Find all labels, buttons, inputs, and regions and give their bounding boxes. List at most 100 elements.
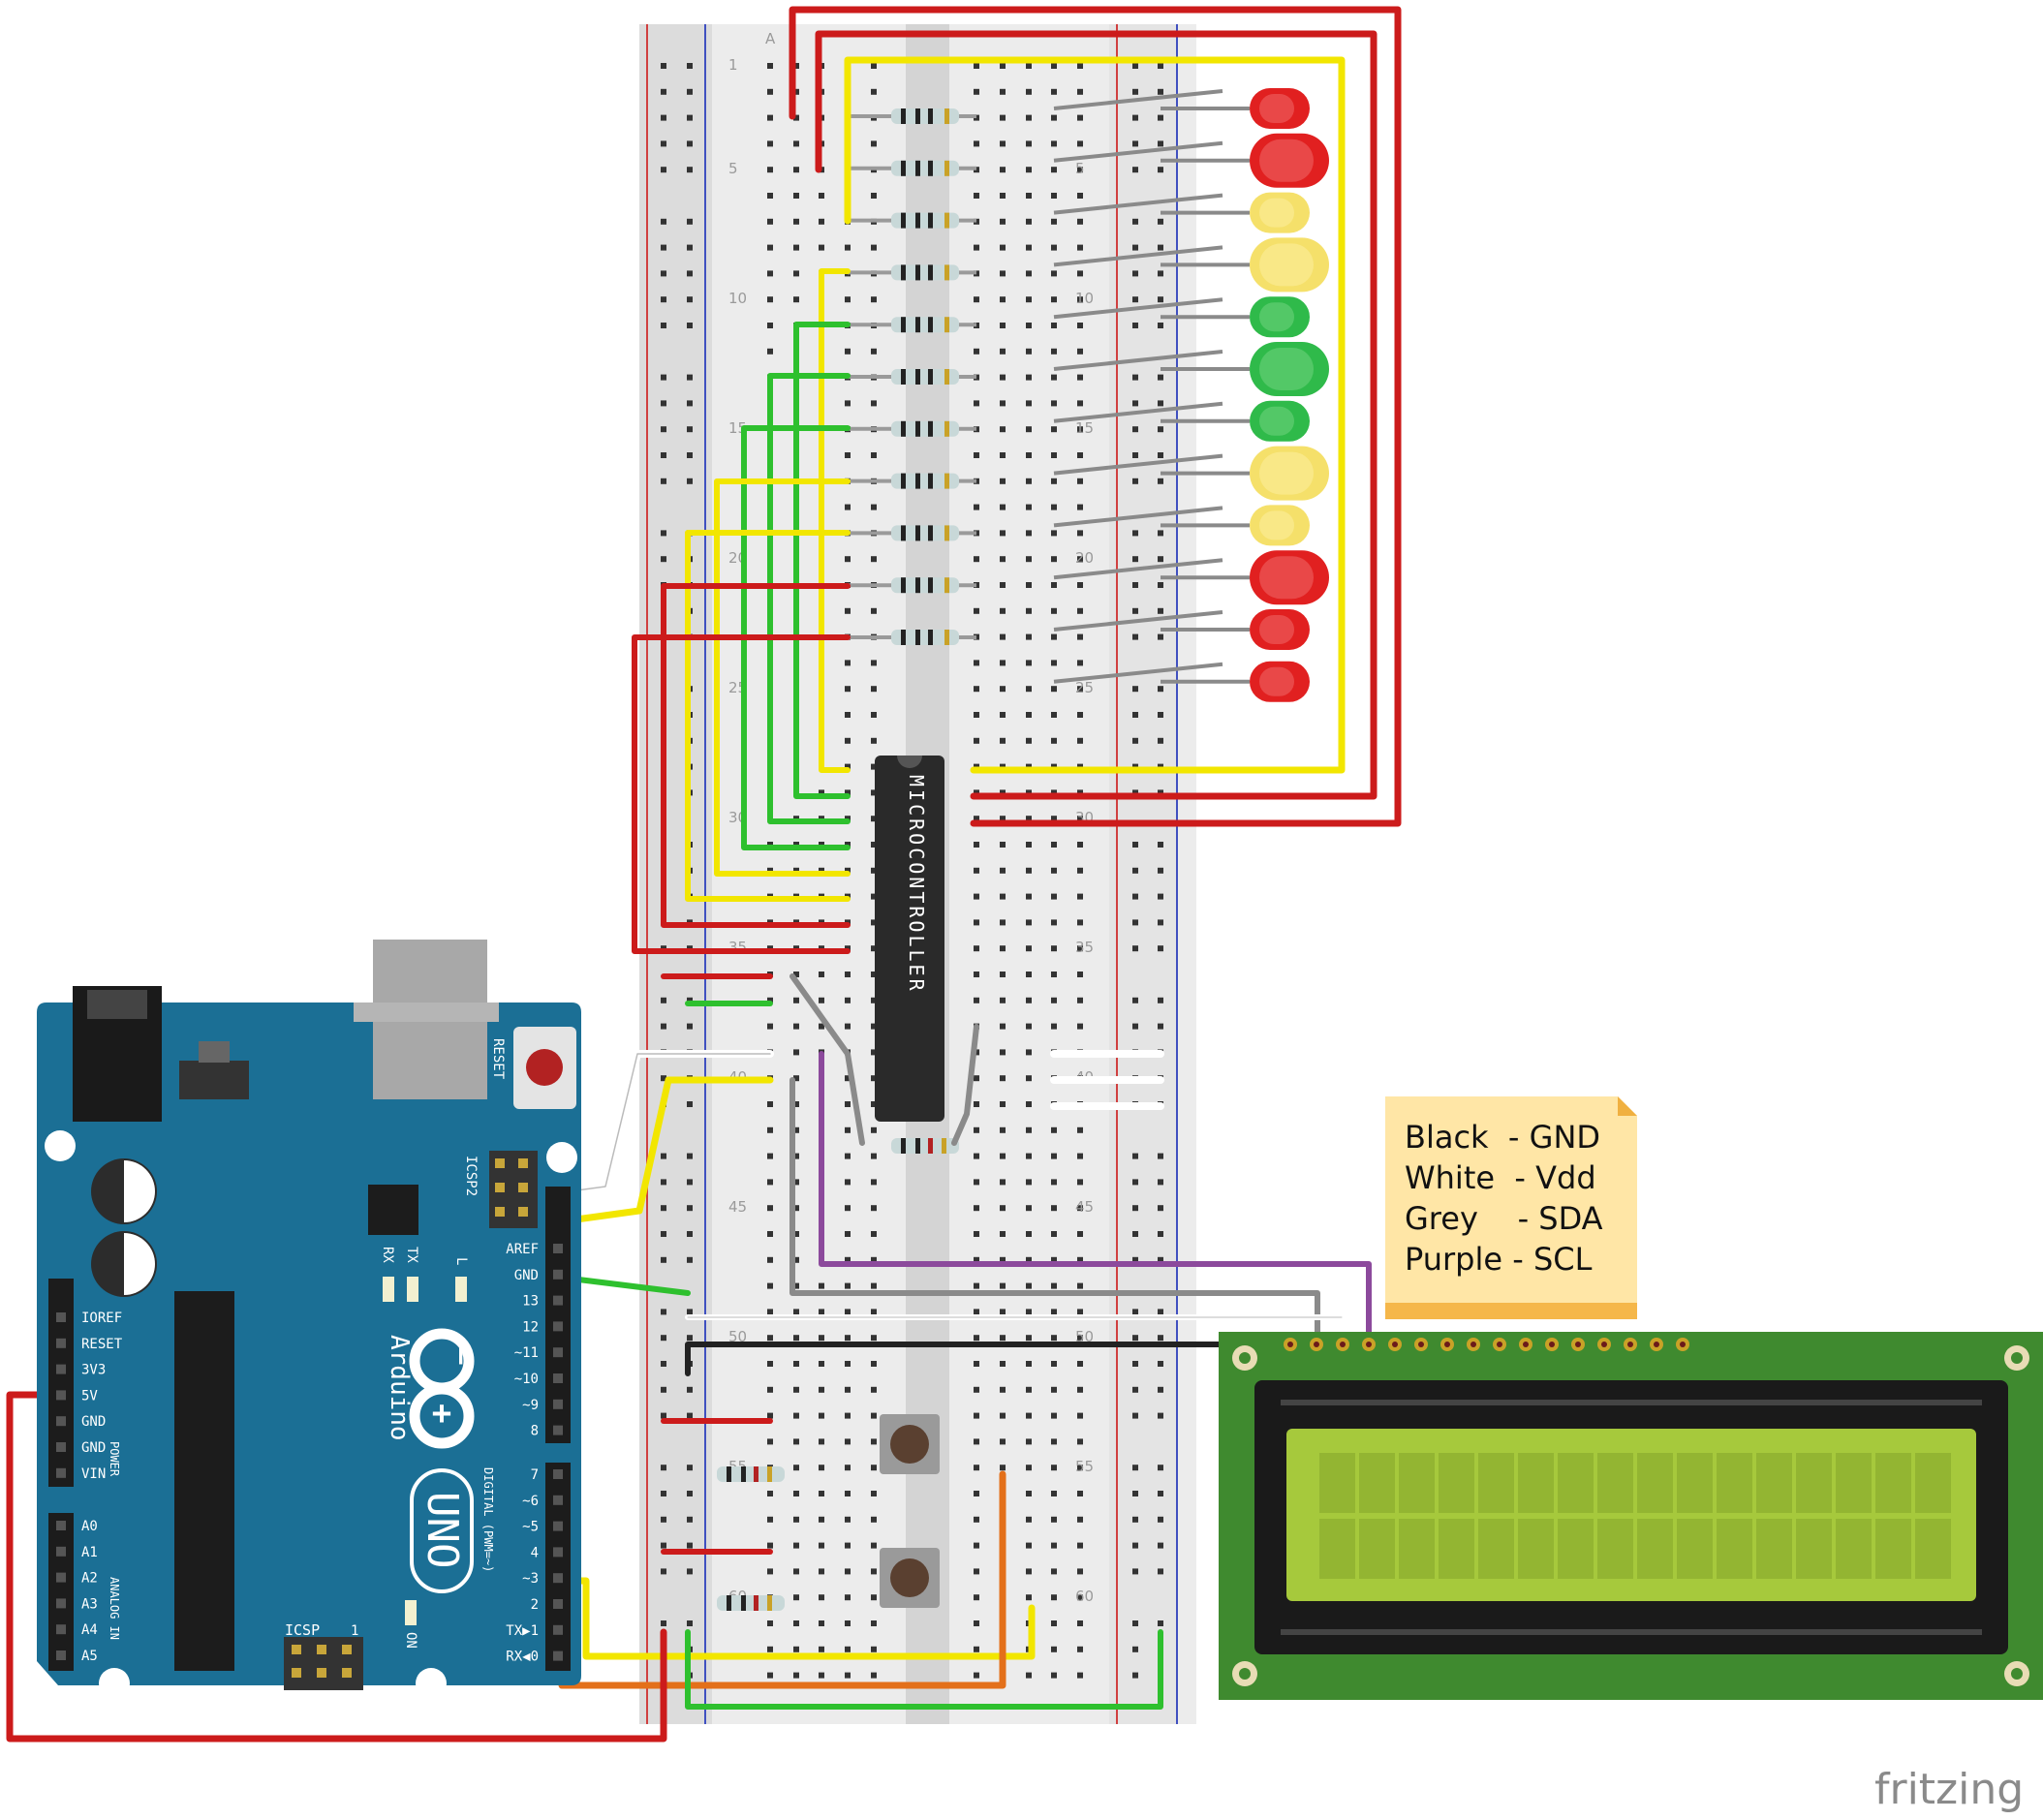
lcd-char-cell	[1796, 1453, 1832, 1513]
arduino-logo	[409, 1328, 475, 1449]
lcd-char-cell	[1875, 1453, 1911, 1513]
pin-label: RESET	[81, 1337, 123, 1352]
breadboard-row-number-left: 1	[728, 56, 738, 74]
header-pin	[553, 1425, 563, 1435]
note-line-grey: Grey - SDA	[1405, 1200, 1603, 1237]
pin-label: RX◀0	[506, 1650, 539, 1665]
fritzing-watermark: fritzing	[1874, 1765, 2024, 1814]
wire-yellow-1	[819, 268, 851, 773]
lcd-char-cell	[1796, 1519, 1832, 1579]
wire-green-2	[767, 373, 851, 824]
analog-header	[48, 1513, 74, 1671]
lcd-char-cell	[1518, 1453, 1554, 1513]
lcd-char-cell	[1637, 1453, 1673, 1513]
wire-grey-chip-2	[951, 1024, 979, 1146]
pin-label: ~9	[522, 1398, 539, 1413]
header-pin	[56, 1521, 66, 1530]
header-pin	[56, 1416, 66, 1427]
pin-label: IOREF	[81, 1311, 122, 1326]
power-label: POWER	[108, 1441, 121, 1477]
lcd-char-cell	[1319, 1453, 1355, 1513]
breadboard-row-number-left: 10	[728, 290, 747, 307]
pin-label: A4	[81, 1622, 98, 1638]
lcd-char-cell	[1399, 1519, 1435, 1579]
breadboard-row-number-left: 50	[728, 1328, 747, 1345]
pin-label: A1	[81, 1545, 98, 1560]
resistor	[891, 212, 959, 229]
resistor	[891, 369, 959, 385]
lcd-char-cell	[1637, 1519, 1673, 1579]
header-pin	[553, 1469, 563, 1479]
header-pin	[56, 1650, 66, 1660]
led-column	[1053, 88, 1329, 702]
lcd-char-cell	[1756, 1519, 1792, 1579]
header-pin	[56, 1390, 66, 1401]
lcd-char-cell	[1558, 1453, 1594, 1513]
lcd-char-cell	[1677, 1453, 1713, 1513]
breadboard-row-number-right: 50	[1075, 1328, 1094, 1345]
lcd-char-cell	[1597, 1519, 1633, 1579]
rx-label: RX	[380, 1247, 395, 1263]
pin-label: A5	[81, 1649, 98, 1664]
lcd-char-cell	[1836, 1453, 1872, 1513]
voltage-regulator	[179, 1061, 249, 1099]
pin-label: 12	[522, 1319, 539, 1335]
header-pin	[56, 1546, 66, 1557]
lcd-char-cell	[1836, 1519, 1872, 1579]
wire-black-gnd	[685, 1342, 1293, 1376]
power-header	[48, 1279, 74, 1487]
lcd-char-cell	[1915, 1519, 1951, 1579]
lcd-char-cell	[1478, 1519, 1514, 1579]
icsp2-label: ICSP2	[463, 1156, 479, 1196]
wire-red-top-outer	[789, 6, 1402, 827]
pin-label: ~11	[514, 1345, 539, 1361]
pin-label: 2	[531, 1597, 539, 1613]
breadboard-row-number-right: 60	[1075, 1588, 1094, 1605]
header-pin	[56, 1598, 66, 1609]
note-line-black: Black - GND	[1405, 1119, 1600, 1156]
breadboard-row-number-right: 25	[1075, 679, 1094, 696]
microcontroller-chip: MICROCONTROLLER	[875, 756, 944, 1122]
wire-red-top-inner	[815, 30, 1377, 800]
header-pin	[553, 1321, 563, 1332]
breadboard-row-number-right: 45	[1075, 1198, 1094, 1216]
lcd-char-cell	[1359, 1453, 1395, 1513]
lcd-char-cell	[1518, 1519, 1554, 1579]
header-pin	[56, 1624, 66, 1635]
header-pin	[56, 1338, 66, 1348]
resistor	[891, 264, 959, 281]
lcd-char-cell	[1717, 1519, 1752, 1579]
pin-label: VIN	[81, 1466, 106, 1482]
header-pin	[553, 1373, 563, 1383]
pin-label: 5V	[81, 1388, 98, 1404]
icsp-label: ICSP	[285, 1621, 320, 1639]
pin-label: 4	[531, 1545, 539, 1560]
wire-red-2	[632, 634, 851, 954]
lcd-char-cell	[1756, 1453, 1792, 1513]
breadboard-row-number-left: 45	[728, 1198, 747, 1216]
pin-label: 8	[531, 1424, 539, 1439]
lcd-char-cell	[1875, 1519, 1911, 1579]
wire-red-1	[661, 583, 851, 928]
pin-label: 3V3	[81, 1363, 106, 1378]
header-pin	[553, 1347, 563, 1358]
breadboard-row-number-right: 20	[1075, 549, 1094, 567]
wire-green-bottom	[685, 1629, 1163, 1710]
pin-label: GND	[81, 1414, 106, 1430]
wire-grey-chip-1	[789, 973, 865, 1146]
header-pin	[553, 1599, 563, 1609]
digital-header-low	[545, 1463, 571, 1671]
svg-text:–: –	[447, 1348, 479, 1365]
lcd-module	[1219, 1332, 2043, 1700]
header-pin	[553, 1244, 563, 1253]
header-pin	[56, 1467, 66, 1478]
header-pin	[553, 1573, 563, 1584]
pin-label: A2	[81, 1571, 98, 1587]
lcd-char-cell	[1597, 1453, 1633, 1513]
resistor	[891, 108, 959, 124]
push-button-2	[880, 1548, 940, 1608]
header-pin	[553, 1650, 563, 1661]
lcd-char-cell	[1915, 1453, 1951, 1513]
pin-label: GND	[81, 1440, 106, 1456]
breadboard-row-number-right: 10	[1075, 290, 1094, 307]
